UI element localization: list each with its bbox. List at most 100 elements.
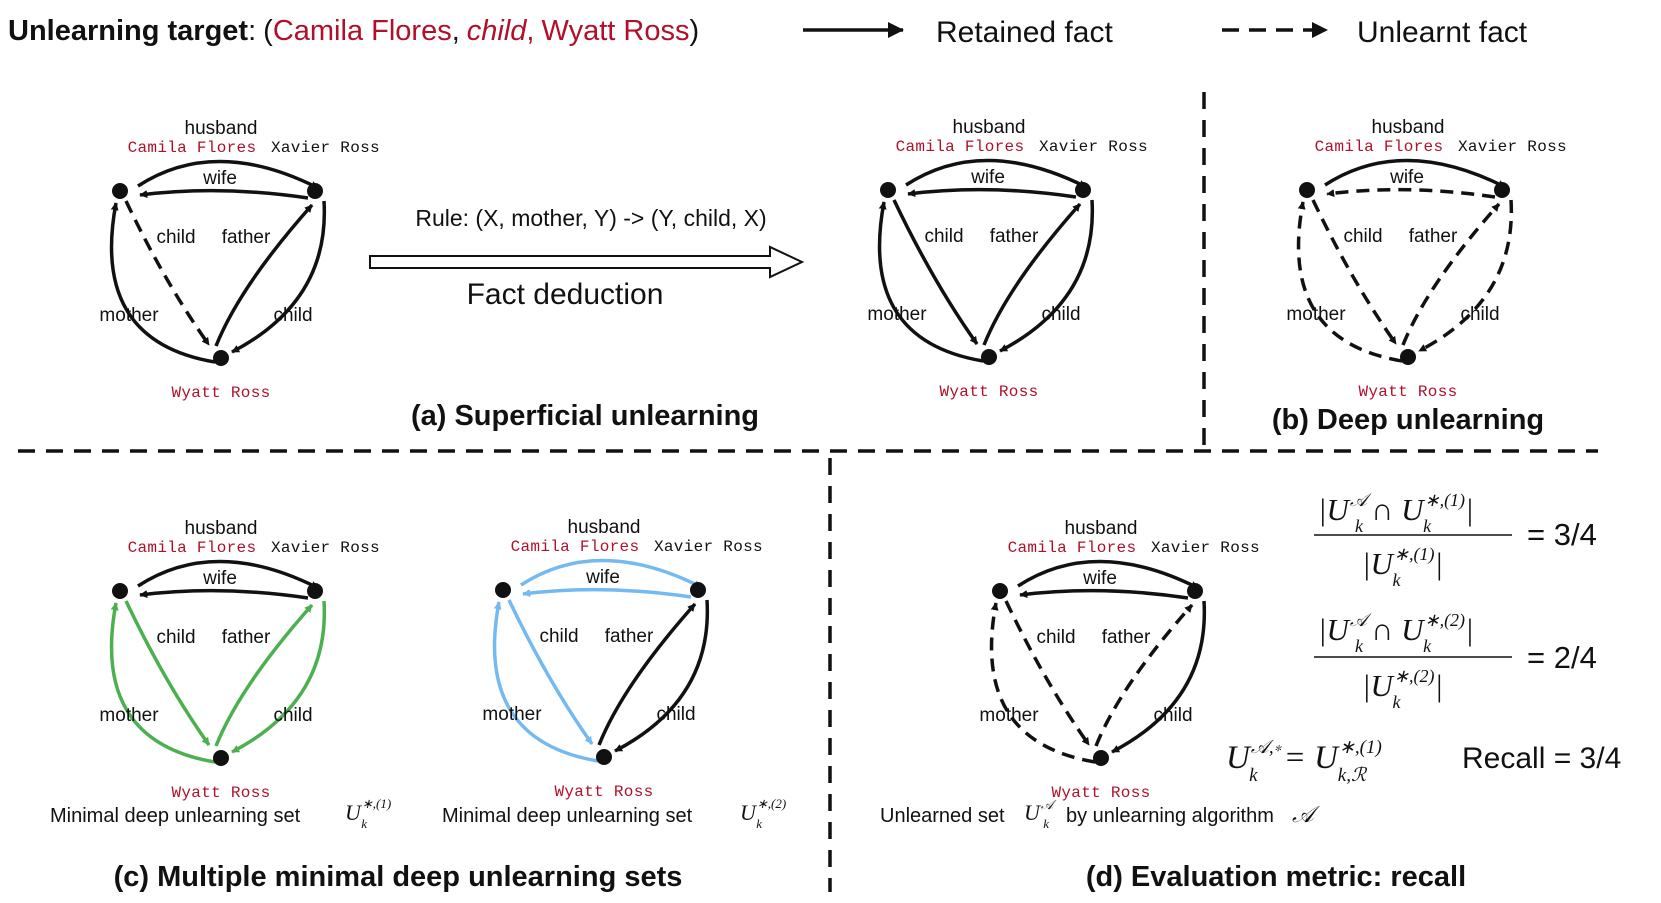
rel-mother: mother [979, 705, 1039, 726]
rel-child-red: child [924, 226, 963, 247]
label-camila-flores: Camila Flores [896, 138, 1025, 156]
edge-child-cw [124, 600, 211, 747]
header-sep1: , [452, 15, 460, 47]
rel-father: father [1102, 627, 1151, 648]
caption-d-pre: Unlearned set [880, 805, 1005, 827]
node-wyatt [213, 350, 229, 366]
legend-unlearnt-label: Unlearnt fact [1357, 16, 1528, 49]
node-xavier [690, 582, 706, 598]
panel-b-title: (b) Deep unlearning [1272, 404, 1544, 436]
node-camila [1299, 182, 1315, 198]
panel-a-title: (a) Superficial unlearning [411, 400, 759, 432]
rel-father: father [1409, 226, 1458, 247]
label-wyatt-ross: Wyatt Ross [171, 784, 270, 802]
node-xavier [1075, 182, 1091, 198]
label-xavier-ross: Xavier Ross [271, 539, 380, 557]
rel-child: child [273, 705, 312, 726]
caption-c1: Minimal deep unlearning set [50, 805, 301, 827]
header-target-label: Unlearning target [8, 15, 248, 47]
equation-recall: U𝒜,∗k= U∗,(1)k,ℛ [1226, 737, 1382, 786]
edge-father [597, 602, 697, 746]
rel-wife: wife [202, 168, 237, 189]
edge-mother [989, 602, 1096, 764]
rel-child-red: child [1343, 226, 1382, 247]
header-relation: child [467, 15, 528, 47]
frac1-value: = 3/4 [1527, 517, 1597, 552]
rel-husband: husband [1372, 117, 1445, 138]
math-u2-c: U∗,(2)k [740, 796, 786, 831]
edge-father [214, 203, 314, 347]
edge-child-wx [231, 600, 327, 754]
label-camila-flores: Camila Flores [511, 538, 640, 556]
edge-child-wx [231, 200, 327, 354]
edge-child-cw [1004, 600, 1091, 747]
rel-father: father [990, 226, 1039, 247]
node-xavier [307, 183, 323, 199]
header-sep2: , [526, 15, 534, 47]
math-A-caption: 𝒜 [1292, 802, 1320, 827]
edge-child-cw [1311, 199, 1398, 346]
rel-husband: husband [568, 517, 641, 538]
edge-child-wx [614, 599, 710, 753]
rel-child: child [1153, 705, 1192, 726]
rel-mother: mother [1286, 304, 1346, 325]
node-xavier [1187, 583, 1203, 599]
rel-child: child [273, 305, 312, 326]
edge-child-cw [507, 599, 594, 746]
header-target: Unlearning target:(Camila Flores,child,W… [8, 15, 699, 47]
edge-mother [109, 602, 216, 764]
label-xavier-ross: Xavier Ross [654, 538, 763, 556]
header-object: Wyatt Ross [541, 15, 689, 47]
node-xavier [1494, 182, 1510, 198]
edge-wife [907, 187, 1077, 199]
frac1-denominator: |U∗,(1)k| [1362, 544, 1443, 590]
header-subject: Camila Flores [273, 15, 452, 47]
edge-husband [1017, 559, 1199, 590]
caption-d-post: by unlearning algorithm [1066, 805, 1274, 827]
header-colon: : [248, 15, 256, 47]
node-wyatt [981, 349, 997, 365]
edge-father [1401, 202, 1501, 346]
rel-husband: husband [1065, 518, 1138, 539]
label-xavier-ross: Xavier Ross [1458, 138, 1567, 156]
edge-husband [137, 159, 319, 190]
node-wyatt [1093, 750, 1109, 766]
edge-child-wx [1111, 600, 1207, 754]
label-wyatt-ross: Wyatt Ross [171, 384, 270, 402]
edge-wife [1326, 187, 1496, 199]
legend-retained-label: Retained fact [936, 16, 1113, 49]
rule-text: Rule: (X, mother, Y) -> (Y, child, X) [415, 205, 766, 231]
edge-child-wx [999, 199, 1095, 353]
rel-father: father [222, 627, 271, 648]
caption-c2: Minimal deep unlearning set [442, 805, 693, 827]
rel-wife: wife [970, 167, 1005, 188]
rel-mother: mother [867, 304, 927, 325]
node-wyatt [1400, 349, 1416, 365]
rel-husband: husband [953, 117, 1026, 138]
rel-child-red: child [156, 627, 195, 648]
rel-father: father [605, 626, 654, 647]
rel-wife: wife [1082, 568, 1117, 589]
label-wyatt-ross: Wyatt Ross [1051, 784, 1150, 802]
label-wyatt-ross: Wyatt Ross [554, 783, 653, 801]
edge-husband [520, 558, 702, 589]
edge-child-cw [892, 199, 979, 346]
rel-mother: mother [99, 705, 159, 726]
node-xavier [307, 583, 323, 599]
edge-mother [877, 201, 984, 363]
panel-d-title: (d) Evaluation metric: recall [1086, 861, 1466, 893]
node-camila [112, 183, 128, 199]
edge-wife [139, 588, 309, 600]
label-camila-flores: Camila Flores [1008, 539, 1137, 557]
edge-child-wx [1418, 199, 1514, 353]
node-camila [992, 583, 1008, 599]
panel-c-title: (c) Multiple minimal deep unlearning set… [114, 861, 683, 893]
